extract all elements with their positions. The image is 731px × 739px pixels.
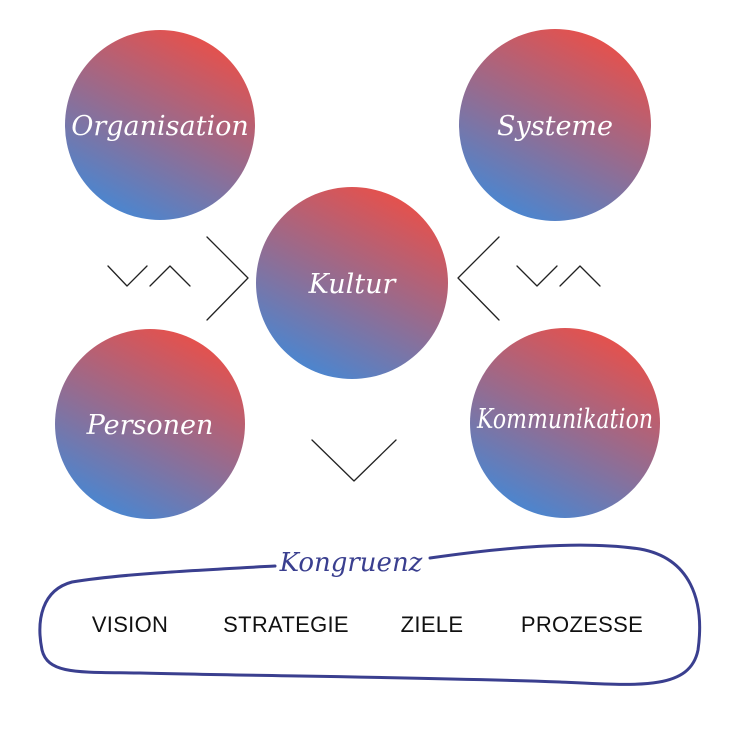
label-organisation: Organisation: [71, 111, 249, 142]
zigzag-right-up: [559, 265, 601, 287]
kongruenz-title: Kongruenz: [279, 548, 423, 578]
circle-organisation: Organisation: [65, 30, 255, 220]
circle-systeme: Systeme: [459, 29, 651, 221]
arrow-down-icon: [311, 439, 397, 482]
label-personen: Personen: [86, 410, 214, 441]
zigzag-left-up: [149, 265, 191, 287]
zigzag-right-down: [516, 265, 558, 287]
circle-kultur: Kultur: [256, 187, 448, 379]
item-strategie: STRATEGIE: [223, 612, 349, 637]
arrow-left-icon: [457, 236, 500, 321]
label-systeme: Systeme: [497, 111, 613, 142]
item-vision: VISION: [92, 612, 168, 637]
item-ziele: ZIELE: [401, 612, 464, 637]
kongruenz-frame: [38, 543, 702, 686]
circle-kommunikation: Kommunikation: [470, 328, 660, 518]
arrow-right-icon: [206, 236, 249, 321]
circle-personen: Personen: [55, 329, 245, 519]
label-kultur: Kultur: [308, 269, 398, 300]
label-kommunikation: Kommunikation: [476, 404, 653, 435]
zigzag-left-down: [107, 265, 148, 287]
item-prozesse: PROZESSE: [521, 612, 643, 637]
